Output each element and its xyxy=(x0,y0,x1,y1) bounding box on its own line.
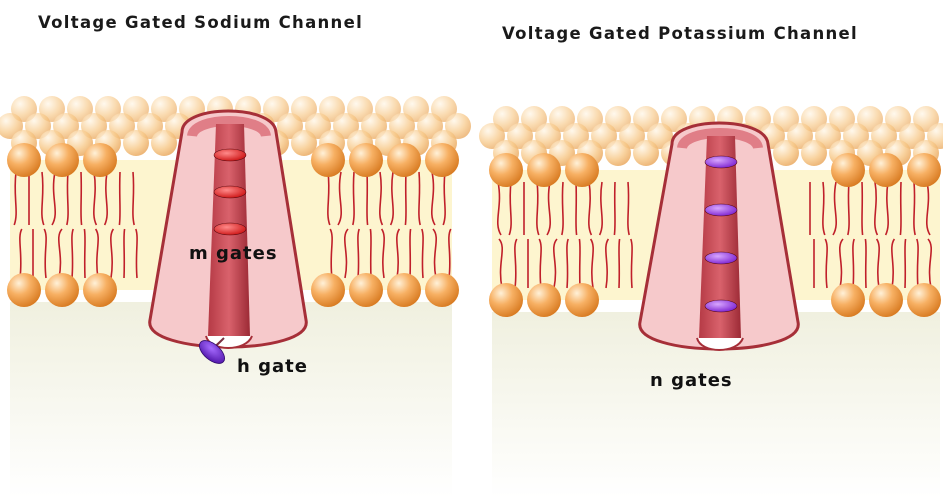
lipid-head-top xyxy=(311,143,345,177)
m-gates-label: m gates xyxy=(189,243,278,264)
lipid-head-top xyxy=(45,143,79,177)
lipid-tail xyxy=(865,239,866,288)
lipid-head-bottom xyxy=(83,273,117,307)
lipid-head-bottom xyxy=(489,283,523,317)
lipid-tail xyxy=(905,239,906,288)
lipid-head-top xyxy=(349,143,383,177)
lipid-head-top xyxy=(489,153,523,187)
lipid-tail xyxy=(576,182,577,235)
lipid-head-bottom xyxy=(831,283,865,317)
lipid-head-top xyxy=(869,153,903,187)
channel-gate xyxy=(214,186,246,198)
lipid-tail xyxy=(367,172,368,225)
channel-gate xyxy=(214,223,246,235)
n-gates-label: n gates xyxy=(650,370,733,391)
sodium-channel-panel xyxy=(0,96,471,498)
lipid-tail xyxy=(405,172,406,225)
lipid-head-top xyxy=(565,153,599,187)
lipid-tail xyxy=(81,172,82,225)
lipid-tail xyxy=(410,229,411,278)
lipid-head-bottom xyxy=(425,273,459,307)
lipid-head-back xyxy=(151,130,177,156)
channel-gate xyxy=(705,204,737,216)
lipid-head-bottom xyxy=(869,283,903,317)
lipid-head-back xyxy=(605,140,631,166)
lipid-head-top xyxy=(83,143,117,177)
channel-gate xyxy=(705,252,737,264)
lipid-tail xyxy=(579,239,580,288)
lipid-tail xyxy=(900,182,901,235)
lipid-head-top xyxy=(387,143,421,177)
lipid-tail xyxy=(370,229,371,278)
potassium-channel-panel xyxy=(479,106,943,498)
lipid-head-bottom xyxy=(7,273,41,307)
lipid-tail xyxy=(124,229,125,278)
lipid-head-back xyxy=(801,140,827,166)
lipid-head-bottom xyxy=(565,283,599,317)
lipid-tail xyxy=(119,172,120,225)
lipid-head-bottom xyxy=(907,283,941,317)
lipid-head-top xyxy=(425,143,459,177)
lipid-head-bottom xyxy=(387,273,421,307)
lipid-head-top xyxy=(7,143,41,177)
lipid-head-back xyxy=(123,130,149,156)
lipid-head-bottom xyxy=(527,283,561,317)
lipid-tail xyxy=(614,182,615,235)
lipid-head-top xyxy=(831,153,865,187)
lipid-head-top xyxy=(907,153,941,187)
channel-gate xyxy=(705,300,737,312)
lipid-tail xyxy=(619,239,620,288)
lipid-tail xyxy=(84,229,85,278)
h-gate-label: h gate xyxy=(237,356,308,377)
potassium-channel-title: Voltage Gated Potassium Channel xyxy=(502,24,858,43)
lipid-head-back xyxy=(773,140,799,166)
lipid-head-bottom xyxy=(45,273,79,307)
channel-gate xyxy=(705,156,737,168)
lipid-head-bottom xyxy=(349,273,383,307)
channel-gate xyxy=(214,149,246,161)
lipid-head-top xyxy=(527,153,561,187)
lipid-head-back xyxy=(633,140,659,166)
lipid-tail xyxy=(862,182,863,235)
lipid-head-bottom xyxy=(311,273,345,307)
sodium-channel-title: Voltage Gated Sodium Channel xyxy=(38,13,363,32)
